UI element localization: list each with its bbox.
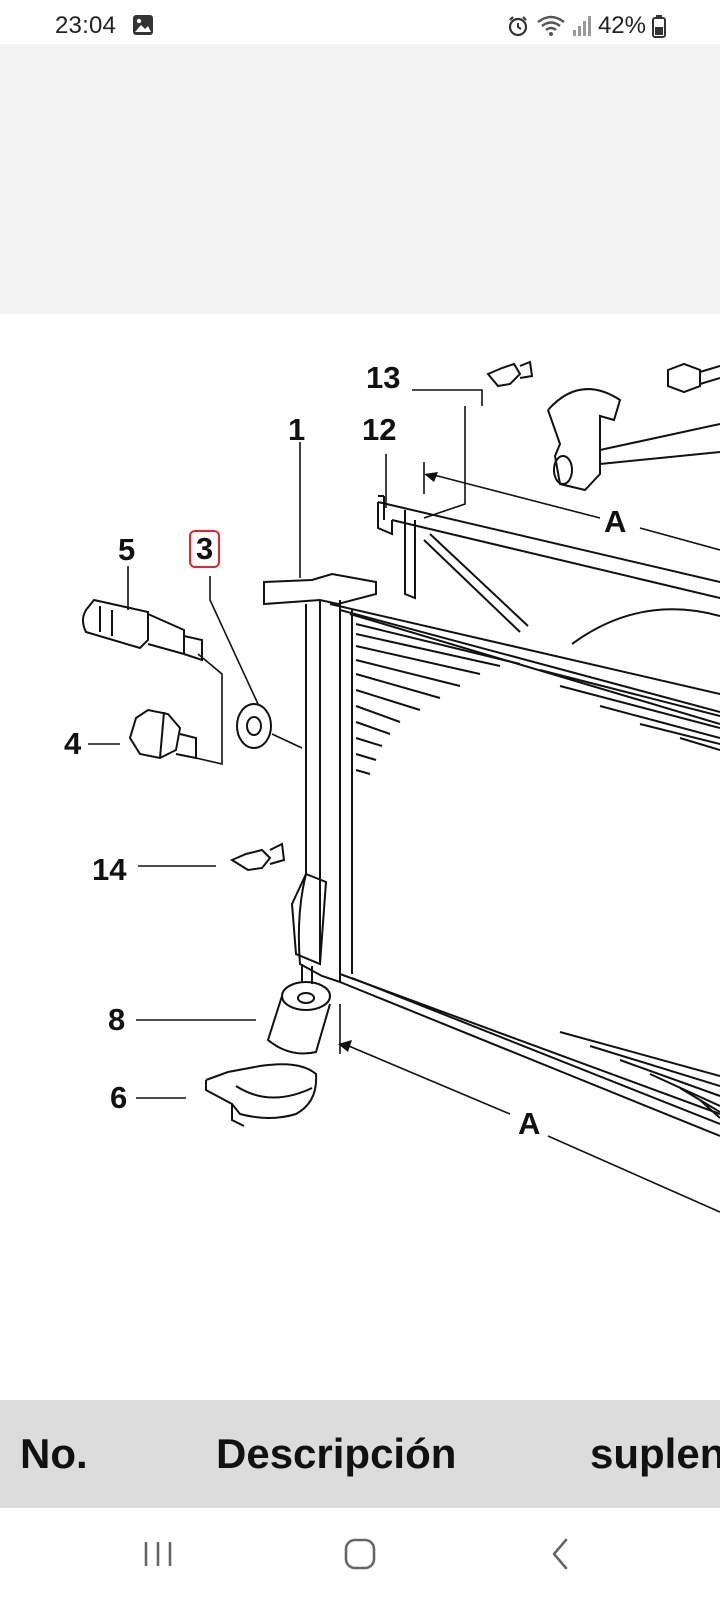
signal-icon [572,14,592,38]
navigation-bar [0,1508,720,1600]
callout-5: 5 [118,532,136,567]
callout-8: 8 [108,1002,126,1037]
gallery-icon [132,14,154,36]
column-header-description: Descripción [216,1430,457,1477]
column-header-supplement: suplen [590,1430,720,1477]
dimension-a-top: A [604,504,627,539]
callout-1: 1 [288,412,306,447]
home-button[interactable] [330,1526,390,1582]
home-icon [344,1538,376,1570]
callout-3-highlighted: 3 [189,530,221,568]
alarm-icon [506,14,530,38]
battery-percent: 42% [597,12,646,39]
callout-14: 14 [92,852,127,887]
parts-table-header: No. Descripción suplen [0,1400,720,1508]
callout-13: 13 [366,360,401,395]
callout-6: 6 [110,1080,128,1115]
wifi-icon [536,14,566,38]
ad-placeholder-area [0,44,720,314]
back-icon [552,1538,568,1570]
status-time: 23:04 [55,12,117,39]
status-bar: 23:04 [0,0,720,52]
diagram-drawing [82,360,720,1213]
column-header-number: No. [20,1430,88,1477]
callout-12: 12 [362,412,397,447]
callout-4: 4 [64,726,82,761]
recents-icon [144,1542,172,1566]
radiator-parts-diagram: 13 1 12 A 5 3 4 14 8 6 A [0,314,720,1400]
dimension-a-bottom: A [518,1106,541,1141]
recents-button[interactable] [128,1526,188,1582]
back-button[interactable] [530,1526,590,1582]
battery-icon [652,14,666,38]
